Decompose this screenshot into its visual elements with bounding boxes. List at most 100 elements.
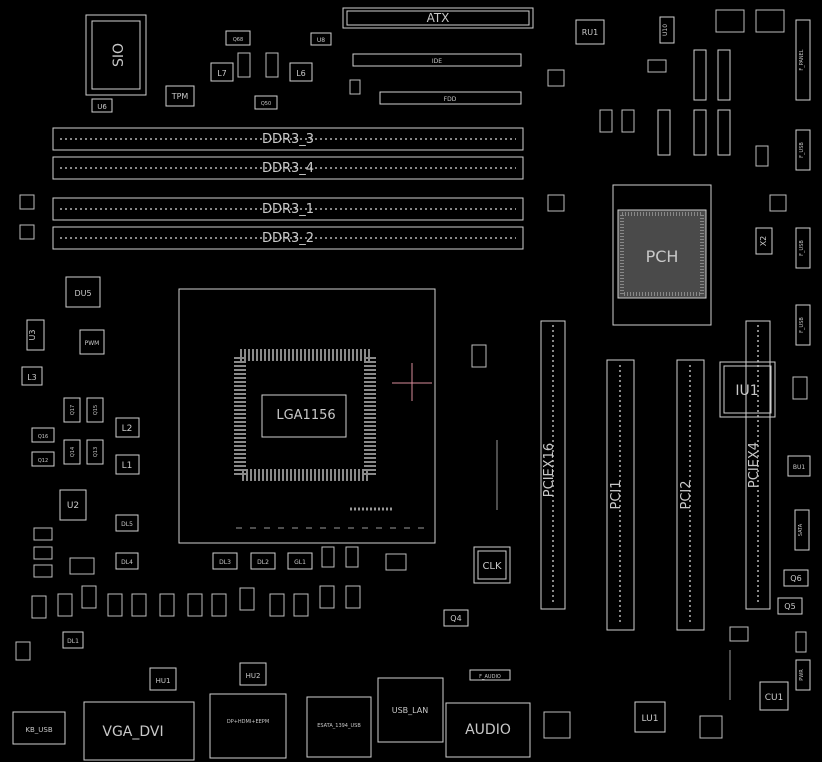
l1-label: L1	[122, 461, 133, 471]
f-panel-header: F_PANEL	[795, 19, 811, 101]
q16-mosfet: Q16	[31, 427, 55, 443]
q15-label: Q15	[93, 405, 99, 415]
q5-label: Q5	[784, 602, 795, 611]
dl2-label: DL2	[257, 559, 269, 566]
clk-label: CLK	[482, 561, 502, 572]
u10-chip: U10	[659, 16, 675, 44]
f-usb-3-label: F_USB	[799, 317, 805, 333]
dl4-label: DL4	[121, 559, 133, 566]
q50-mosfet: Q50	[254, 95, 278, 110]
ide-connector: IDE	[352, 53, 522, 67]
u6-chip: U6	[91, 98, 113, 113]
bu1-label: BU1	[793, 464, 806, 471]
u10-label: U10	[662, 24, 669, 36]
sata-label: SATA	[798, 523, 804, 536]
dl5-label: DL5	[121, 521, 133, 528]
u3-label: U3	[28, 330, 37, 341]
ide-label: IDE	[432, 58, 442, 65]
u2-label: U2	[67, 501, 79, 511]
ru1-chip: RU1	[575, 19, 605, 45]
u8-chip: U8	[310, 32, 332, 46]
q4-mosfet: Q4	[443, 609, 469, 627]
lu1-chip: LU1	[634, 701, 666, 733]
board-edge-traces	[236, 440, 731, 700]
audio-connector: AUDIO	[445, 702, 531, 758]
f-usb-header-1: F_USB	[795, 129, 811, 171]
pwr-label: PWR	[799, 669, 805, 681]
q17-label: Q17	[70, 405, 76, 415]
pwm-label: PWM	[85, 340, 100, 347]
dl4-part: DL4	[115, 552, 139, 570]
pciex4-label: PCIEX4	[747, 442, 762, 488]
pci1-label: PCI1	[609, 480, 624, 509]
dl5-part: DL5	[115, 514, 139, 532]
pci2-slot: PCI2	[676, 359, 705, 631]
u2-chip: U2	[59, 489, 87, 521]
dl2-part: DL2	[250, 552, 276, 570]
f-audio-header: F_AUDIO	[469, 669, 511, 681]
ddr3-3-label: DDR3_3	[262, 132, 314, 147]
q13-mosfet: Q13	[86, 439, 104, 465]
hu2-label: HU2	[246, 672, 261, 680]
bu1-part: BU1	[787, 455, 811, 477]
pch-label: PCH	[646, 247, 679, 266]
ru1-label: RU1	[582, 28, 599, 37]
dp-hdmi-label: DP+HDMI+EEPM	[227, 719, 269, 725]
q68-label: Q68	[233, 37, 243, 43]
sio-label: SIO	[111, 43, 127, 67]
l3-inductor: L3	[21, 366, 43, 386]
sata-header: SATA	[794, 509, 810, 551]
clk-chip: CLK	[473, 546, 511, 584]
q4-label: Q4	[450, 614, 461, 623]
cu1-chip: CU1	[759, 681, 789, 711]
pciex4-slot: PCIEX4	[745, 320, 771, 610]
dl1-label: DL1	[67, 638, 79, 645]
cu1-label: CU1	[765, 693, 784, 703]
ddr3-slot-3: DDR3_3	[52, 127, 524, 151]
dl1-part: DL1	[62, 631, 84, 649]
q14-label: Q14	[70, 447, 76, 457]
u8-label: U8	[317, 37, 325, 44]
center-marker	[392, 363, 432, 401]
l1-inductor: L1	[115, 454, 140, 475]
x2-label: X2	[759, 236, 768, 247]
small-components	[15, 9, 808, 739]
q12-label: Q12	[38, 458, 48, 464]
cpu-socket: LGA1156	[178, 288, 436, 544]
hu1-chip: HU1	[149, 667, 177, 691]
q68-mosfet: Q68	[225, 30, 251, 46]
q16-label: Q16	[38, 434, 48, 440]
q5-mosfet: Q5	[777, 597, 803, 615]
iu1-label: IU1	[735, 383, 758, 399]
hu2-chip: HU2	[239, 662, 267, 686]
pciex16-label: PCIEX16	[542, 443, 557, 497]
l3-label: L3	[27, 373, 37, 382]
q6-label: Q6	[790, 574, 801, 583]
f-usb-header-2: F_USB	[795, 227, 811, 269]
pci1-slot: PCI1	[606, 359, 635, 631]
pciex16-slot: PCIEX16	[540, 320, 566, 610]
dl3-label: DL3	[219, 559, 231, 566]
q14-mosfet: Q14	[63, 439, 81, 465]
ddr3-1-label: DDR3_1	[262, 202, 314, 217]
kb-usb-label: KB_USB	[25, 726, 52, 734]
q13-label: Q13	[93, 447, 99, 457]
fdd-connector: FDD	[379, 91, 522, 105]
kb-usb-connector: KB_USB	[12, 711, 66, 745]
u6-label: U6	[97, 103, 107, 111]
ddr3-slot-2: DDR3_2	[52, 226, 524, 250]
f-audio-label: F_AUDIO	[479, 674, 501, 680]
hu1-label: HU1	[156, 677, 171, 685]
esata-label: ESATA_1394_USB	[317, 723, 361, 729]
dp-hdmi-connector: DP+HDMI+EEPM	[209, 693, 287, 759]
f-usb-header-3: F_USB	[795, 304, 811, 346]
q17-mosfet: Q17	[63, 397, 81, 423]
q50-label: Q50	[261, 101, 271, 107]
l7-label: L7	[217, 69, 227, 78]
f-usb-2-label: F_USB	[799, 240, 805, 256]
pwr-header: PWR	[795, 659, 811, 691]
tpm-label: TPM	[171, 92, 189, 101]
q6-mosfet: Q6	[783, 569, 809, 587]
